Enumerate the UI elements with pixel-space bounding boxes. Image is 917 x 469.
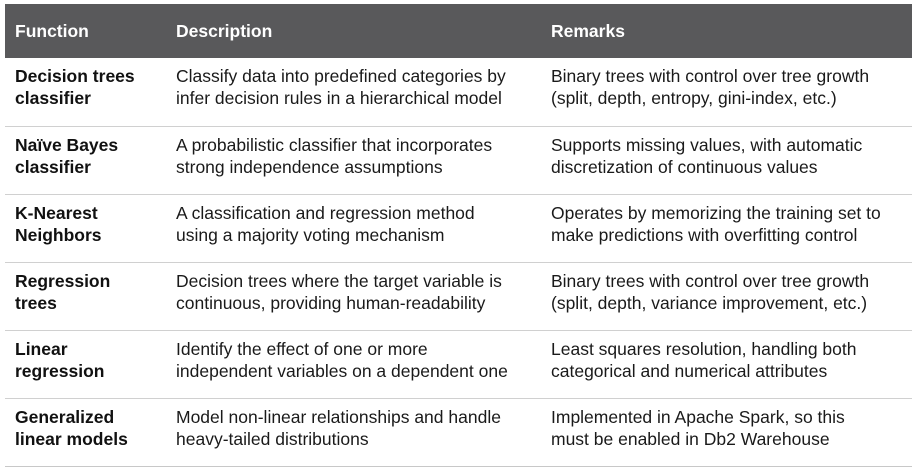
description-cell: Identify the effect of one or more indep… bbox=[176, 338, 508, 381]
table-row: Decision trees classifier Classify data … bbox=[5, 58, 912, 126]
remarks-cell: Supports missing values, with automatic … bbox=[551, 134, 863, 177]
description-cell: A classification and regression method u… bbox=[176, 202, 475, 245]
remarks-cell: Binary trees with control over tree grow… bbox=[551, 66, 870, 108]
table-row: K-Nearest Neighbors A classification and… bbox=[5, 194, 912, 262]
table-row: Generalized linear models Model non-line… bbox=[5, 398, 912, 466]
function-cell: Linear regression bbox=[15, 338, 105, 381]
header-row: Function Description Remarks bbox=[5, 4, 912, 58]
description-cell: Model non-linear relationships and handl… bbox=[176, 406, 501, 449]
functions-table: Function Description Remarks Decision tr… bbox=[5, 4, 912, 467]
table-row: Naïve Bayes classifier A probabilistic c… bbox=[5, 126, 912, 194]
header-function: Function bbox=[15, 21, 89, 41]
function-cell: K-Nearest Neighbors bbox=[15, 202, 102, 245]
table-header: Function Description Remarks bbox=[5, 4, 912, 58]
table-body: Decision trees classifier Classify data … bbox=[5, 58, 912, 466]
header-remarks: Remarks bbox=[551, 21, 625, 41]
function-cell: Generalized linear models bbox=[15, 406, 128, 449]
function-cell: Regression trees bbox=[15, 270, 111, 313]
remarks-cell: Operates by memorizing the training set … bbox=[551, 202, 881, 245]
description-cell: A probabilistic classifier that incorpor… bbox=[176, 134, 493, 177]
table-row: Regression trees Decision trees where th… bbox=[5, 262, 912, 330]
header-description: Description bbox=[176, 21, 273, 41]
remarks-cell: Implemented in Apache Spark, so this mus… bbox=[551, 406, 845, 449]
remarks-cell: Binary trees with control over tree grow… bbox=[551, 270, 870, 313]
function-cell: Decision trees classifier bbox=[15, 66, 135, 108]
description-cell: Classify data into predefined categories… bbox=[176, 66, 506, 108]
table-row: Linear regression Identify the effect of… bbox=[5, 330, 912, 398]
description-cell: Decision trees where the target variable… bbox=[176, 270, 502, 313]
remarks-cell: Least squares resolution, handling both … bbox=[551, 338, 857, 381]
function-cell: Naïve Bayes classifier bbox=[15, 134, 119, 177]
